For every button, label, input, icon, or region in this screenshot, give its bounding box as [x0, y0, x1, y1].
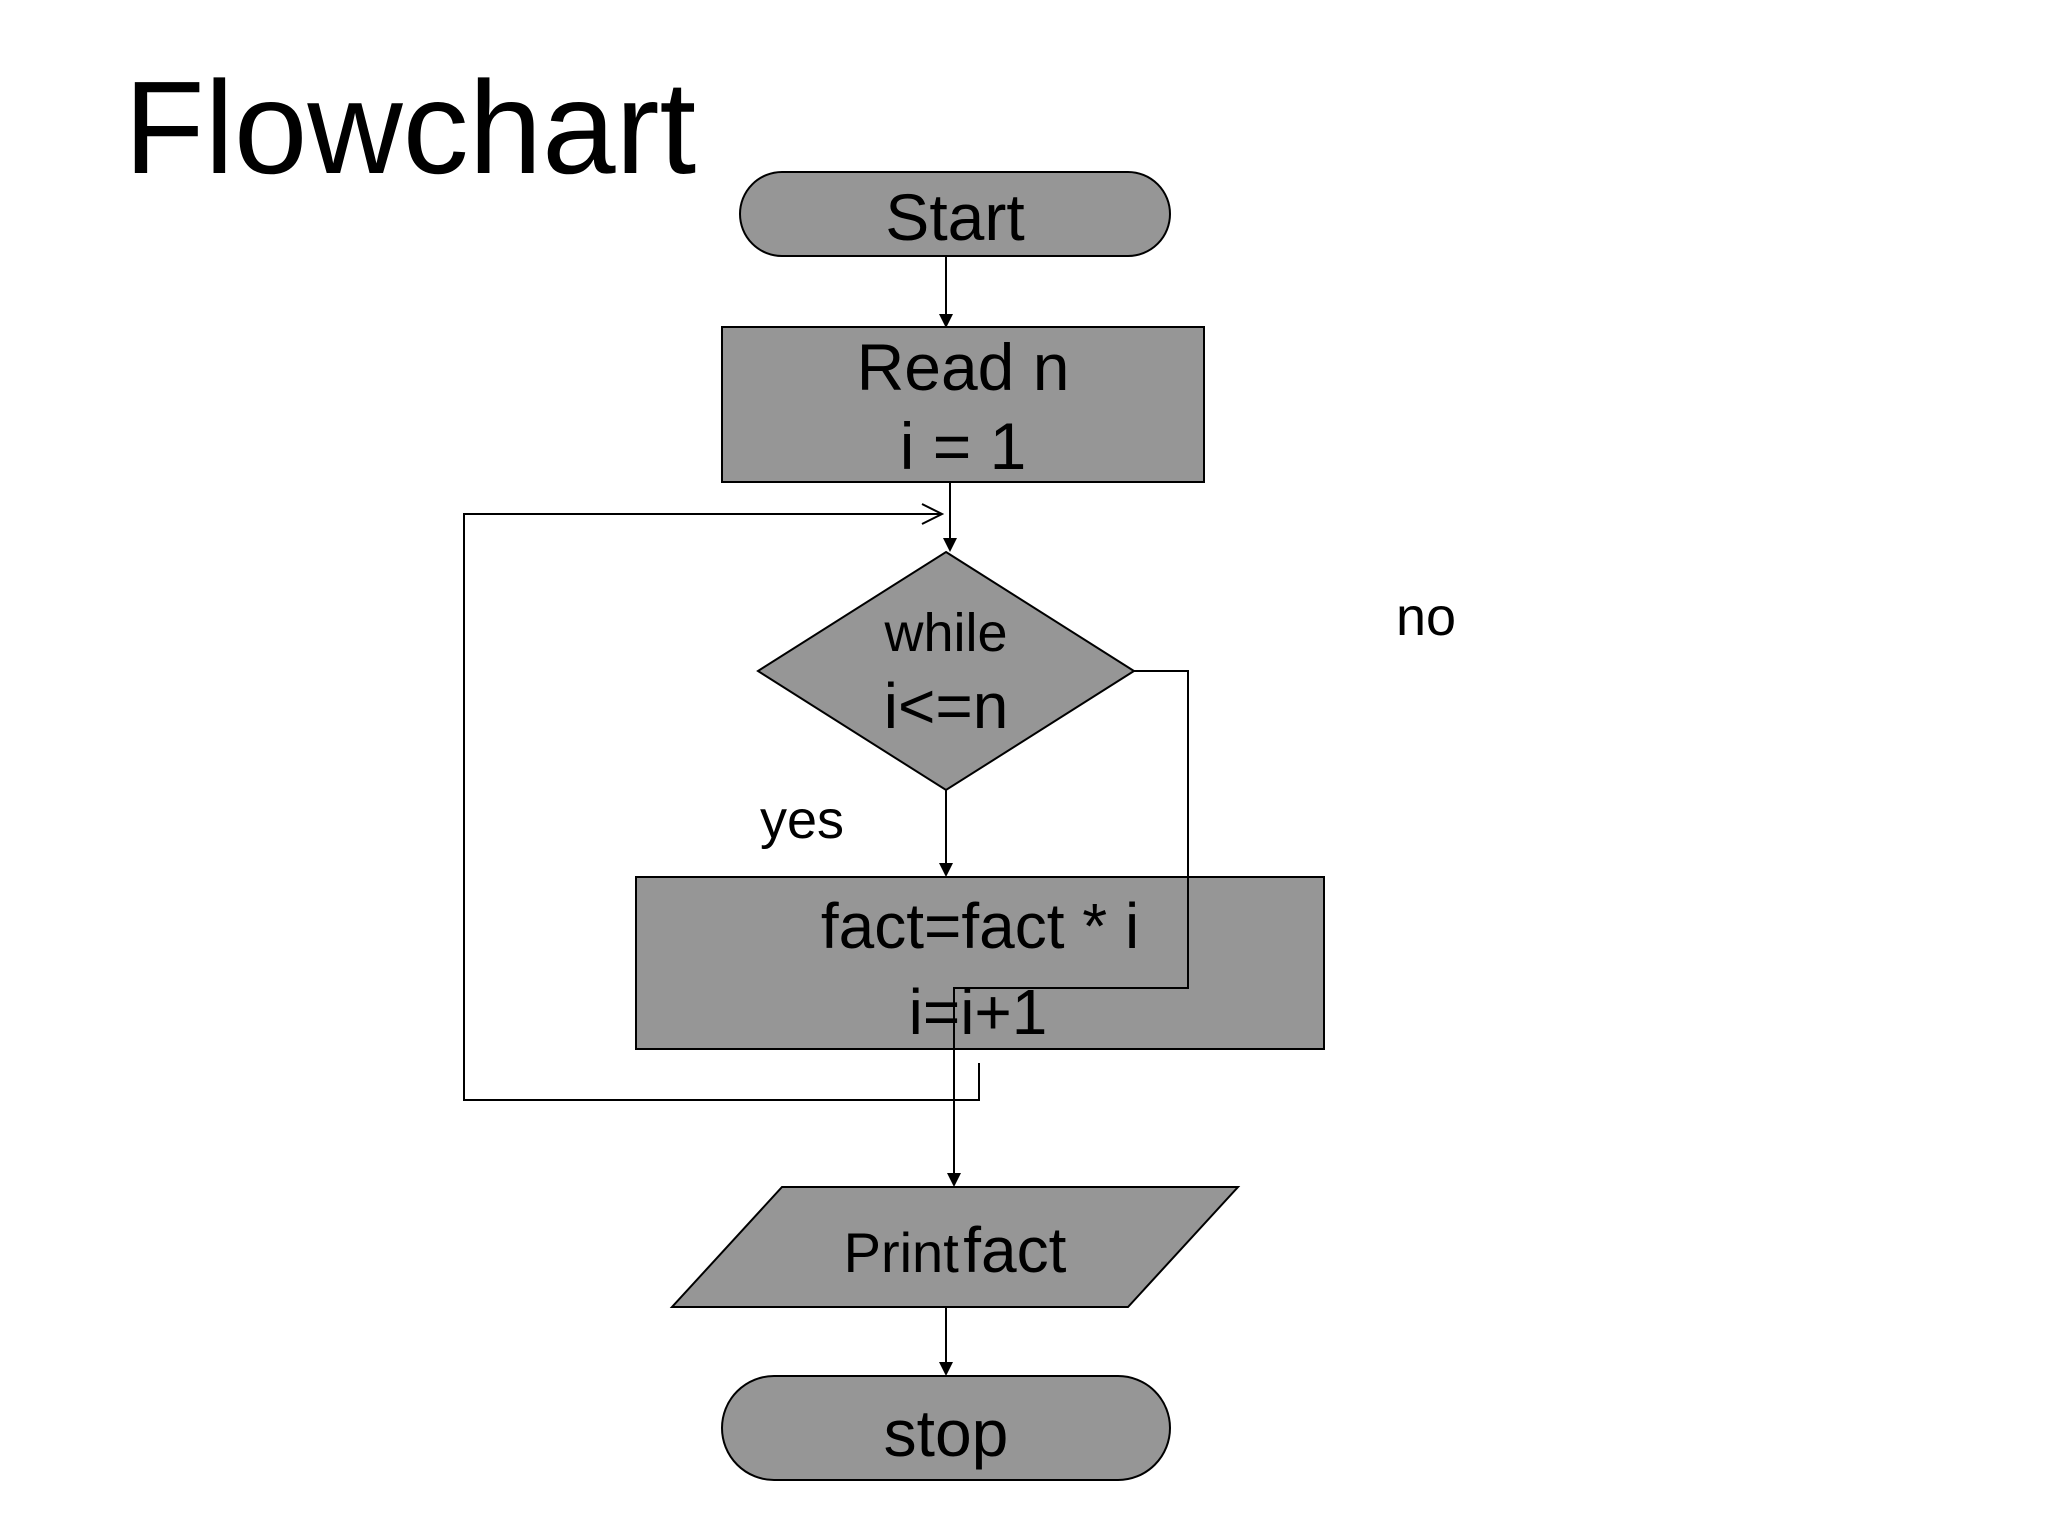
- stop-node: stop: [721, 1375, 1171, 1481]
- process-label-line2: i=i+1: [909, 976, 1048, 1048]
- output-node: Print fact: [669, 1186, 1241, 1308]
- read-node: Read n i = 1: [721, 326, 1205, 483]
- start-label: Start: [885, 180, 1024, 254]
- decision-label-line1: while: [883, 603, 1007, 663]
- yes-label: yes: [760, 790, 844, 850]
- process-node: fact=fact * i i=i+1: [635, 876, 1325, 1050]
- edge-loop-back: [463, 513, 980, 1101]
- stop-label: stop: [884, 1396, 1009, 1470]
- no-label: no: [1396, 587, 1456, 647]
- output-label-fact: fact: [963, 1214, 1066, 1286]
- start-node: Start: [739, 171, 1171, 257]
- output-label-print: Print: [844, 1221, 960, 1284]
- read-label-line2: i = 1: [900, 409, 1027, 483]
- edge-decision-no: [947, 670, 1189, 1187]
- loop-back-arrowhead: [921, 503, 945, 525]
- decision-node: while i<=n: [756, 550, 1136, 792]
- decision-label-line2: i<=n: [884, 670, 1009, 742]
- read-label-line1: Read n: [857, 330, 1070, 404]
- output-label: Print fact: [844, 1214, 1067, 1286]
- slide-title: Flowchart: [124, 54, 697, 201]
- process-label-line1: fact=fact * i: [821, 890, 1139, 962]
